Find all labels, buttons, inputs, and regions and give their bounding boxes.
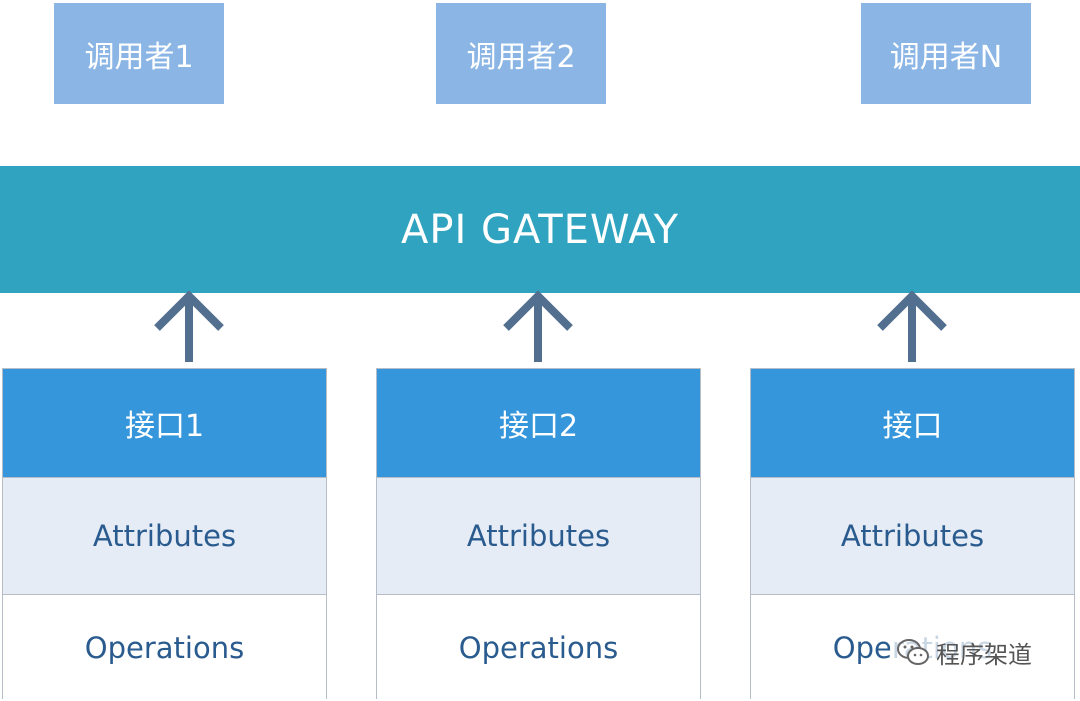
interface-header: 接口	[751, 369, 1074, 477]
interface-title: 接口	[882, 409, 943, 444]
interface-header: 接口1	[3, 369, 326, 477]
interface-header: 接口2	[377, 369, 700, 477]
interface-title: 接口1	[124, 409, 205, 444]
watermark-text: 程序架道	[936, 640, 1032, 669]
attributes-section: Attributes	[377, 477, 700, 595]
arrow-up-icon	[154, 290, 224, 362]
interface-box-1: 接口1 Attributes Operations	[2, 368, 327, 701]
caller-label: 调用者2	[466, 39, 576, 75]
attributes-section: Attributes	[751, 477, 1074, 595]
attributes-label: Attributes	[840, 519, 985, 553]
caller-box-1: 调用者1	[54, 3, 224, 104]
caller-box-2: 调用者2	[436, 3, 606, 104]
interface-box-2: 接口2 Attributes Operations	[376, 368, 701, 701]
attributes-label: Attributes	[92, 519, 237, 553]
caller-box-n: 调用者N	[861, 3, 1031, 104]
operations-label: Operations	[458, 631, 619, 665]
operations-label: Operations	[84, 631, 245, 665]
attributes-section: Attributes	[3, 477, 326, 595]
interface-title: 接口2	[498, 409, 579, 444]
caller-label: 调用者1	[84, 39, 194, 75]
arrow-up-icon	[503, 290, 573, 362]
gateway-label: API GATEWAY	[400, 206, 679, 253]
attributes-label: Attributes	[466, 519, 611, 553]
arrow-up-icon	[877, 290, 947, 362]
operations-section: Operations	[3, 595, 326, 701]
api-gateway-bar: API GATEWAY	[0, 166, 1080, 293]
wechat-icon	[897, 639, 929, 665]
caller-label: 调用者N	[889, 39, 1003, 75]
operations-section: Operations	[377, 595, 700, 701]
watermark: 程序架道	[890, 632, 1050, 672]
